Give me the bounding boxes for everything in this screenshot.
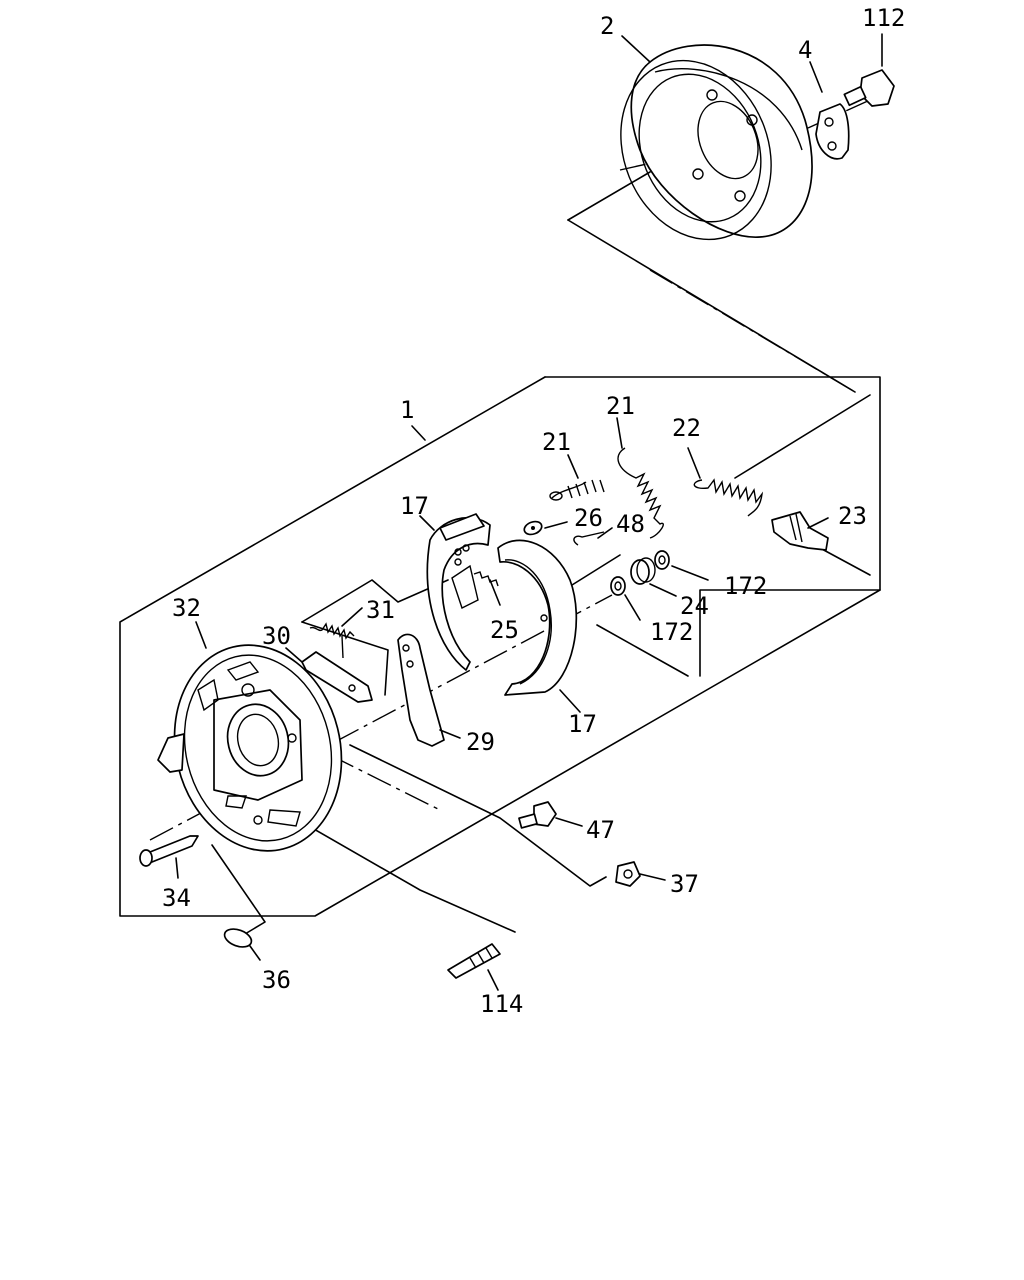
callout-labels: 1 2 4 112 21 21 22 23 17 26 48 172 24 17… [162,4,905,1018]
lever-29 [397,633,445,747]
bleeder-47 [518,801,557,829]
washer-172b [610,576,626,596]
callout-112: 112 [862,4,905,32]
brake-shoe-front [497,539,578,696]
callout-114: 114 [480,990,523,1018]
drum-bracket [815,103,850,160]
assembly-outline [119,376,881,917]
callout-2: 2 [600,12,614,40]
callout-31: 31 [366,596,395,624]
callout-22: 22 [672,414,701,442]
plug-36 [223,928,253,948]
spring-21-small [549,479,605,501]
adjuster-23 [771,511,829,551]
callout-25: 25 [490,616,519,644]
callout-48: 48 [616,510,645,538]
callout-21-long: 21 [606,392,635,420]
stud-114 [447,943,501,979]
callout-29: 29 [466,728,495,756]
washer-172a [654,550,670,570]
brake-shoe-rear [426,513,491,671]
callout-37: 37 [670,870,699,898]
callout-leaders [175,33,883,991]
bolt-112 [843,69,895,107]
callout-1: 1 [400,396,414,424]
callout-26: 26 [574,504,603,532]
callout-172-b: 172 [650,618,693,646]
backing-plate [157,644,343,852]
callout-172-a: 172 [724,572,767,600]
callout-17-rear: 17 [400,492,429,520]
brake-drum [620,44,813,241]
callout-23: 23 [838,502,867,530]
callout-36: 36 [262,966,291,994]
callout-21-small: 21 [542,428,571,456]
callout-17-front: 17 [568,710,597,738]
callout-34: 34 [162,884,191,912]
nut-37 [615,861,641,887]
callout-4: 4 [798,36,812,64]
washer-26 [523,520,543,536]
callout-32: 32 [172,594,201,622]
bolt-34 [139,835,199,867]
callout-30: 30 [262,622,291,650]
spring-31 [309,622,355,659]
spring-24 [630,557,656,585]
clip-48 [573,531,605,546]
spring-21-long [617,447,664,539]
spring-22 [693,478,764,517]
callout-47: 47 [586,816,615,844]
callout-24: 24 [680,592,709,620]
spring-25 [473,571,499,587]
